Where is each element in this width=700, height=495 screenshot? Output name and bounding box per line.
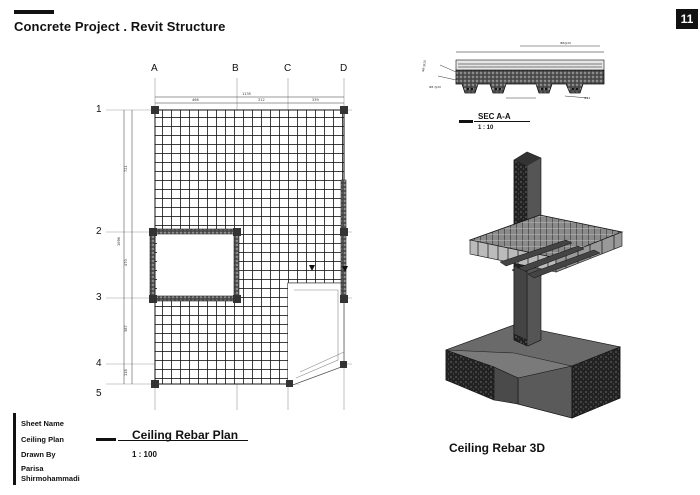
svg-text:466: 466 (192, 98, 199, 102)
svg-text:470: 470 (124, 259, 128, 266)
grid-label-b: B (232, 63, 239, 74)
author-first-name: Parisa (21, 464, 44, 473)
grid-label-d: D (340, 63, 348, 74)
svg-text:118: 118 (124, 369, 128, 376)
title-accent-bar (14, 10, 54, 14)
plan-scale: 1 : 100 (132, 450, 157, 459)
sheet-name-value: Ceiling Plan (21, 435, 64, 444)
plan-title: Ceiling Rebar Plan (132, 428, 239, 442)
grid-label-4: 4 (96, 358, 102, 369)
view3d-title: Ceiling Rebar 3D (449, 441, 546, 455)
svg-text:721: 721 (124, 165, 128, 172)
drawn-by-label: Drawn By (21, 450, 56, 459)
svg-text:Φ8@20: Φ8@20 (560, 41, 571, 45)
svg-text:312: 312 (258, 98, 265, 102)
svg-text:Φ8 @20: Φ8 @20 (429, 85, 441, 89)
grid-label-a: A (151, 63, 158, 74)
author-last-name: Shirmohammadi (21, 474, 80, 483)
section-a-a-drawing: Φ8 @20 Φ8 @20 Φ8@20 Φ14 (421, 41, 605, 100)
plan-title-bar (96, 438, 116, 441)
sheet-name-label: Sheet Name (21, 419, 64, 428)
svg-text:Φ14: Φ14 (584, 96, 590, 100)
section-scale: 1 : 10 (478, 125, 494, 131)
page-number-badge: 11 (676, 9, 698, 29)
plan-title-line (118, 440, 248, 441)
ceiling-rebar-plan: 466 312 339 1135 721 470 387 118 1696 (106, 78, 352, 410)
grid-label-c: C (284, 63, 292, 74)
page-title: Concrete Project . Revit Structure (14, 19, 226, 34)
grid-label-2: 2 (96, 226, 102, 237)
svg-text:1696: 1696 (117, 237, 121, 246)
ceiling-rebar-3d-view (445, 151, 624, 419)
grid-label-1: 1 (96, 104, 102, 115)
svg-text:387: 387 (124, 325, 128, 332)
section-title-line (474, 121, 530, 122)
grid-label-5: 5 (96, 388, 102, 399)
svg-text:Φ8 @20: Φ8 @20 (421, 60, 427, 73)
section-title-bar (459, 120, 473, 123)
svg-text:1135: 1135 (242, 92, 251, 96)
grid-label-3: 3 (96, 292, 102, 303)
svg-text:339: 339 (312, 98, 319, 102)
info-accent-bar (13, 413, 16, 485)
section-title: SEC A-A (478, 112, 511, 121)
